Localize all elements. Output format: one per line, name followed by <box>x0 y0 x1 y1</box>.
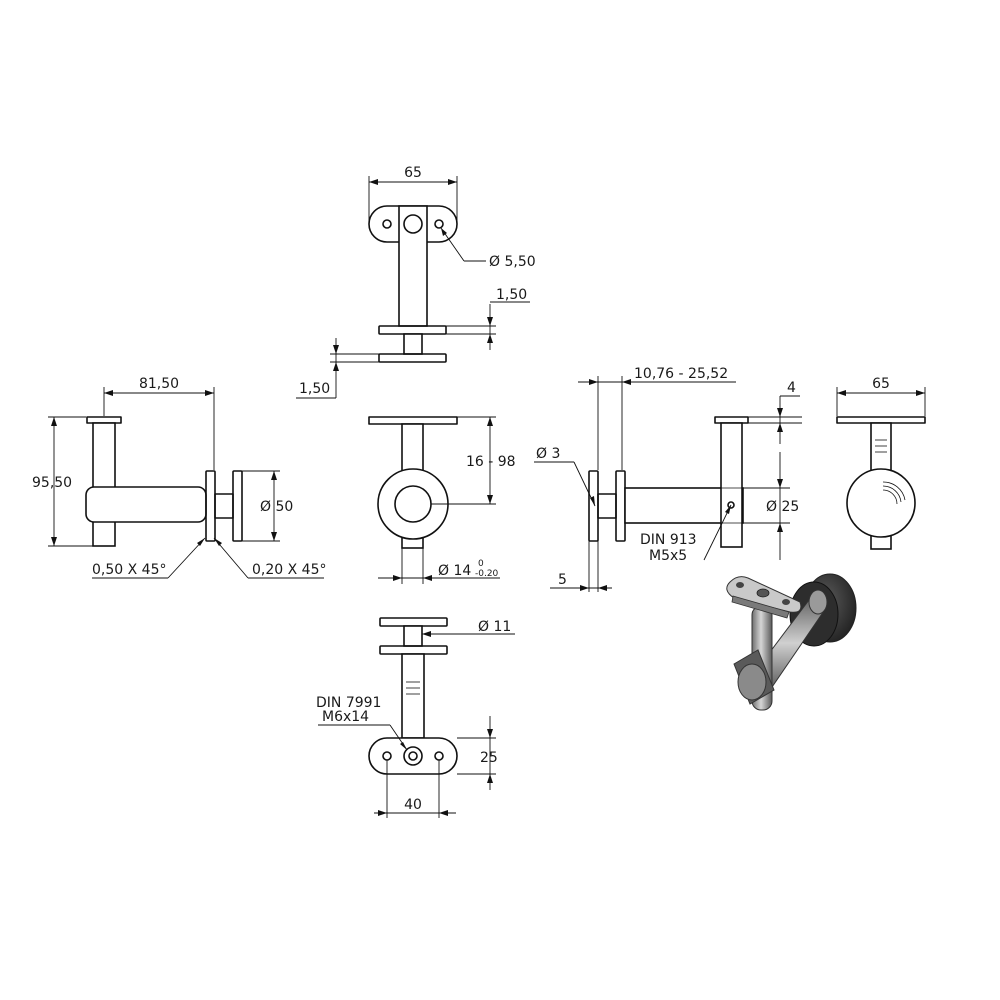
end-top-plate <box>836 416 926 424</box>
view-top: 65 Ø 5,50 1,50 1,50 <box>296 165 536 399</box>
wall-flange-a <box>205 470 216 542</box>
horizontal-arm <box>85 486 207 523</box>
dim-saddle-depth: 25 <box>480 750 498 766</box>
glass-flange-a <box>588 470 599 542</box>
screw-spec-line2: M6x14 <box>322 709 369 725</box>
wall-neck <box>214 493 234 519</box>
bottom-flange-lower <box>379 645 448 655</box>
dim-saddle-length: 40 <box>404 797 422 813</box>
setscrew-spec-line2: M5x5 <box>649 548 687 564</box>
bottom-flange-upper <box>379 617 448 627</box>
dim-pin-tol-lower: -0.20 <box>475 569 499 579</box>
setscrew-spec-line1: DIN 913 <box>640 532 697 548</box>
view-front: 16 - 98 Ø 14 0 -0.20 <box>368 416 516 584</box>
setscrew-hole <box>727 501 735 509</box>
dim-neck-dia: Ø 11 <box>478 619 511 635</box>
dim-tube-dia: Ø 25 <box>766 499 799 515</box>
view-right-side: 10,76 - 25,52 4 Ø 3 Ø 25 DIN 913 M5x5 5 <box>534 366 802 592</box>
top-plate <box>86 416 122 424</box>
screw-socket <box>408 751 418 761</box>
dim-small-dia: Ø 3 <box>536 446 560 462</box>
dim-plate-thick: 4 <box>787 380 796 396</box>
dim-hole-dia: Ø 5,50 <box>489 254 536 270</box>
dim-disc-dia: Ø 50 <box>260 499 293 515</box>
dim-offset: 5 <box>558 572 567 588</box>
wall-flange-b <box>232 470 243 542</box>
bottom-neck <box>403 625 423 647</box>
glass-neck <box>597 493 617 519</box>
view-end: 65 <box>836 376 926 550</box>
center-hole <box>403 214 423 234</box>
vertical-post <box>92 422 116 547</box>
render-arm-end <box>737 663 767 701</box>
right-post <box>720 422 743 548</box>
dim-top-width: 65 <box>404 165 422 181</box>
flange-upper <box>378 325 447 335</box>
dim-adj-height: 16 - 98 <box>466 454 516 470</box>
view-bottom: Ø 11 DIN 7991 M6x14 25 40 <box>316 617 515 818</box>
dim-pin-dia: Ø 14 <box>438 563 471 579</box>
dim-pin-tol-upper: 0 <box>478 559 484 569</box>
dim-chamfer-1: 0,50 X 45° <box>92 562 166 578</box>
dim-chamfer-2: 0,20 X 45° <box>252 562 326 578</box>
front-tube <box>394 485 432 523</box>
dim-thick-left: 1,50 <box>299 381 330 397</box>
hole-left <box>382 219 392 229</box>
neck <box>403 333 423 355</box>
dim-side-width: 81,50 <box>139 376 179 392</box>
dim-thick-right: 1,50 <box>496 287 527 303</box>
screw-spec-line1: DIN 7991 <box>316 695 381 711</box>
hole-right <box>434 219 444 229</box>
end-disc <box>846 468 916 538</box>
dim-side-height: 95,50 <box>32 475 72 491</box>
view-left-side: 81,50 95,50 Ø 50 0,50 X 45° 0,20 X 45° <box>32 376 326 579</box>
right-top-plate <box>714 416 749 424</box>
bottom-post <box>401 653 425 739</box>
dim-end-width: 65 <box>872 376 890 392</box>
flange-lower <box>378 353 447 363</box>
screw-head <box>403 746 423 766</box>
front-top-plate <box>368 416 458 425</box>
bottom-saddle <box>368 737 458 775</box>
render-3d <box>726 573 857 711</box>
dim-adj-range: 10,76 - 25,52 <box>634 366 728 382</box>
glass-flange-b <box>615 470 626 542</box>
